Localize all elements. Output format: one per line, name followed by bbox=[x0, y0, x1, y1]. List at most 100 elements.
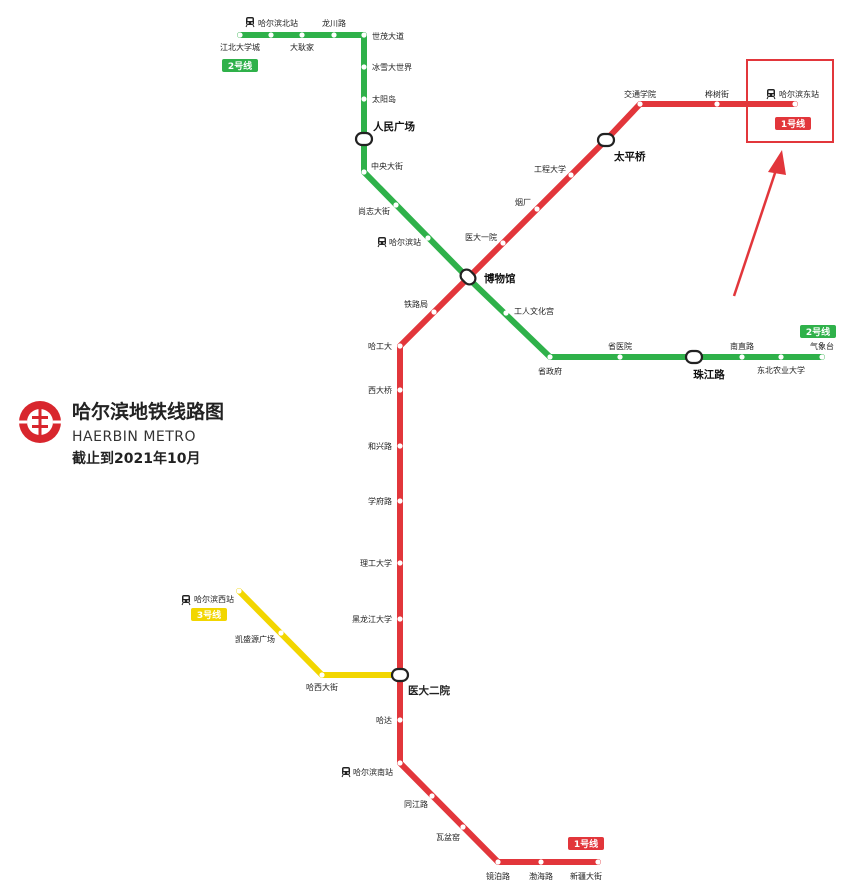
station-label[interactable]: 烟厂 bbox=[515, 198, 531, 207]
station-dot[interactable] bbox=[397, 443, 403, 449]
station-dot[interactable] bbox=[617, 354, 623, 360]
station-label[interactable]: 铁路局 bbox=[404, 299, 428, 309]
station-label[interactable]: 东北农业大学 bbox=[757, 365, 805, 375]
line-1 bbox=[397, 101, 798, 865]
line-3-badge[interactable]: 3号线 bbox=[191, 608, 227, 621]
station-label[interactable]: 气象台 bbox=[810, 341, 834, 351]
station-label[interactable]: 渤海路 bbox=[529, 871, 553, 881]
station-dots bbox=[236, 32, 825, 865]
station-dot[interactable] bbox=[361, 96, 367, 102]
station-label[interactable]: 哈尔滨东站 bbox=[779, 89, 819, 99]
interchange-taiping[interactable] bbox=[596, 132, 616, 148]
station-dot[interactable] bbox=[361, 169, 367, 175]
line-1-badge-east[interactable]: 1号线 bbox=[775, 117, 811, 130]
station-dot[interactable] bbox=[278, 630, 284, 636]
station-label[interactable]: 哈尔滨南站 bbox=[353, 767, 393, 777]
station-dot[interactable] bbox=[361, 64, 367, 70]
station-dot[interactable] bbox=[503, 310, 509, 316]
station-label[interactable]: 世茂大道 bbox=[372, 31, 404, 41]
station-label[interactable]: 冰雪大世界 bbox=[372, 62, 412, 72]
station-label[interactable]: 哈达 bbox=[376, 715, 392, 725]
bigstn-bowuguan-label[interactable]: 博物馆 bbox=[484, 272, 516, 285]
station-dot[interactable] bbox=[500, 240, 506, 246]
station-dot[interactable] bbox=[397, 498, 403, 504]
station-label[interactable]: 桦树街 bbox=[705, 89, 729, 99]
station-label[interactable]: 哈西大街 bbox=[306, 682, 338, 692]
line-3-track bbox=[236, 588, 403, 678]
station-dot[interactable] bbox=[397, 560, 403, 566]
station-dot[interactable] bbox=[425, 235, 431, 241]
bigstn-zhujiang-label[interactable]: 珠江路 bbox=[693, 368, 725, 381]
station-label[interactable]: 凯盛源广场 bbox=[235, 634, 275, 644]
station-label[interactable]: 省医院 bbox=[608, 341, 632, 351]
station-dot[interactable] bbox=[460, 824, 466, 830]
station-dot[interactable] bbox=[819, 354, 825, 360]
station-label[interactable]: 和兴路 bbox=[368, 441, 392, 451]
station-label[interactable]: 医大一院 bbox=[465, 232, 497, 242]
station-dot[interactable] bbox=[319, 672, 325, 678]
station-dot[interactable] bbox=[331, 32, 337, 38]
station-label[interactable]: 西大桥 bbox=[368, 385, 392, 395]
station-label[interactable]: 江北大学城 bbox=[220, 42, 260, 52]
station-dot[interactable] bbox=[397, 616, 403, 622]
station-label[interactable]: 新疆大街 bbox=[570, 871, 602, 881]
station-dot[interactable] bbox=[538, 859, 544, 865]
station-label[interactable]: 省政府 bbox=[538, 366, 562, 376]
station-dot[interactable] bbox=[397, 760, 403, 766]
station-dot[interactable] bbox=[237, 32, 243, 38]
station-label[interactable]: 尚志大街 bbox=[358, 206, 390, 216]
station-dot[interactable] bbox=[397, 717, 403, 723]
station-label[interactable]: 太阳岛 bbox=[372, 94, 396, 104]
station-dot[interactable] bbox=[534, 206, 540, 212]
map-subtitle-en: HAERBIN METRO bbox=[72, 429, 196, 445]
station-dot[interactable] bbox=[495, 859, 501, 865]
train-icon bbox=[766, 89, 776, 100]
bigstn-yidaer-label[interactable]: 医大二院 bbox=[408, 684, 450, 697]
interchange-zhujiang[interactable] bbox=[684, 349, 704, 365]
bigstn-renmin-label[interactable]: 人民广场 bbox=[373, 120, 415, 133]
station-label[interactable]: 中央大街 bbox=[371, 161, 403, 171]
line-2-badge-east[interactable]: 2号线 bbox=[800, 325, 836, 338]
station-dot[interactable] bbox=[431, 309, 437, 315]
station-label[interactable]: 哈尔滨西站 bbox=[194, 594, 234, 604]
train-icon bbox=[245, 17, 255, 28]
station-label[interactable]: 哈尔滨站 bbox=[389, 237, 421, 247]
station-dot[interactable] bbox=[299, 32, 305, 38]
station-dot[interactable] bbox=[236, 588, 242, 594]
station-label[interactable]: 哈工大 bbox=[368, 341, 392, 351]
station-dot[interactable] bbox=[568, 172, 574, 178]
station-dot[interactable] bbox=[393, 202, 399, 208]
line-1-badge-south[interactable]: 1号线 bbox=[568, 837, 604, 850]
line-2-badge-northwest[interactable]: 2号线 bbox=[222, 59, 258, 72]
station-label[interactable]: 理工大学 bbox=[360, 558, 392, 568]
station-label[interactable]: 大耿家 bbox=[290, 42, 314, 52]
station-dot[interactable] bbox=[792, 101, 798, 107]
bigstn-taiping-label[interactable]: 太平桥 bbox=[613, 150, 646, 163]
station-label[interactable]: 瓦盆窑 bbox=[436, 832, 460, 842]
station-label[interactable]: 镜泊路 bbox=[486, 871, 510, 881]
station-dot[interactable] bbox=[268, 32, 274, 38]
station-label[interactable]: 哈尔滨北站 bbox=[258, 18, 298, 28]
station-label[interactable]: 工程大学 bbox=[534, 164, 566, 174]
station-label[interactable]: 黑龙江大学 bbox=[352, 614, 392, 624]
station-label[interactable]: 学府路 bbox=[368, 496, 392, 506]
interchange-yidaer[interactable] bbox=[390, 667, 410, 683]
interchange-stations bbox=[354, 131, 704, 683]
station-dot[interactable] bbox=[361, 32, 367, 38]
station-dot[interactable] bbox=[595, 859, 601, 865]
interchange-bowuguan[interactable] bbox=[458, 267, 478, 287]
station-dot[interactable] bbox=[637, 101, 643, 107]
station-label[interactable]: 龙川路 bbox=[322, 18, 346, 28]
station-dot[interactable] bbox=[739, 354, 745, 360]
station-dot[interactable] bbox=[547, 354, 553, 360]
station-dot[interactable] bbox=[397, 343, 403, 349]
station-label[interactable]: 南直路 bbox=[730, 341, 754, 351]
interchange-renmin[interactable] bbox=[354, 131, 374, 147]
station-label[interactable]: 同江路 bbox=[404, 799, 428, 809]
station-dot[interactable] bbox=[714, 101, 720, 107]
station-label[interactable]: 工人文化宫 bbox=[514, 306, 554, 316]
station-label[interactable]: 交通学院 bbox=[624, 89, 656, 99]
station-dot[interactable] bbox=[778, 354, 784, 360]
station-dot[interactable] bbox=[397, 387, 403, 393]
station-dot[interactable] bbox=[429, 793, 435, 799]
